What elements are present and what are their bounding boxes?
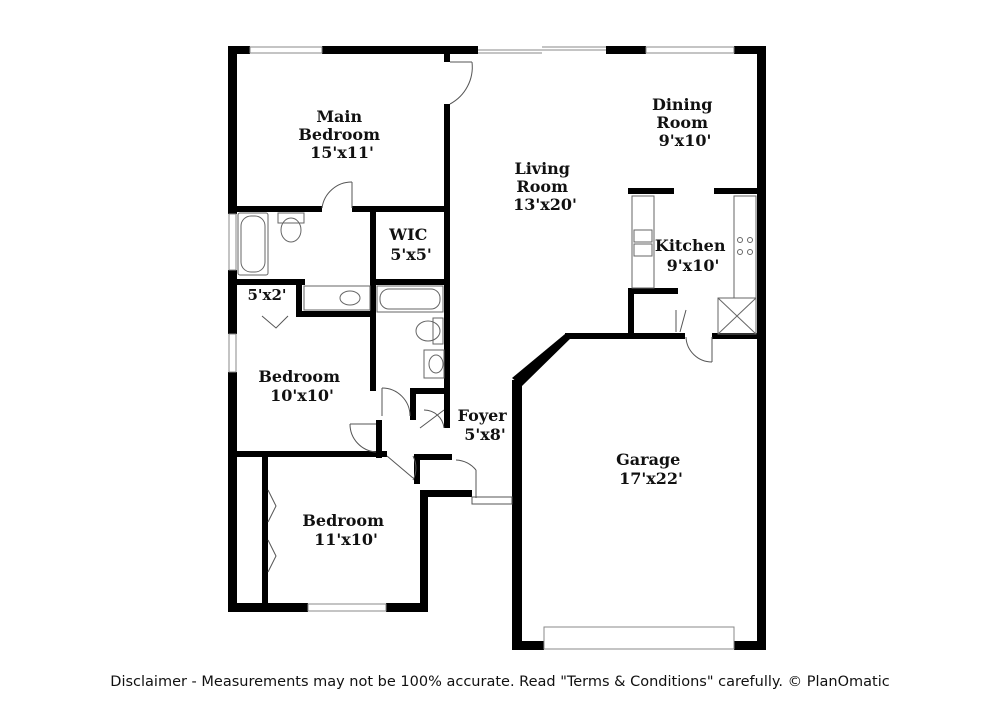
- room-label-main-bedroom: Main Bedroom 15'x11': [298, 107, 385, 162]
- windows: [228, 46, 735, 650]
- doors: [261, 61, 713, 573]
- disclaimer-text: Disclaimer - Measurements may not be 100…: [110, 674, 890, 690]
- room-label-bedroom-3: Bedroom 11'x10': [302, 511, 389, 549]
- interior-walls: [237, 54, 766, 607]
- fixtures: [237, 195, 757, 379]
- room-labels: Main Bedroom 15'x11' Living Room 13'x20'…: [247, 95, 731, 549]
- room-label-foyer: Foyer 5'x8': [458, 406, 513, 444]
- room-label-wic: WIC 5'x5': [388, 225, 433, 264]
- room-label-kitchen: Kitchen 9'x10': [655, 236, 731, 275]
- sliding-door: [478, 46, 606, 54]
- room-label-garage: Garage 17'x22': [616, 450, 686, 488]
- room-label-living-room: Living Room 13'x20': [513, 159, 577, 214]
- room-label-dining-room: Dining Room 9'x10': [652, 95, 718, 150]
- room-label-bedroom-2: Bedroom 10'x10': [258, 367, 345, 405]
- exterior-walls: [228, 46, 766, 650]
- room-label-closet: 5'x2': [247, 286, 286, 304]
